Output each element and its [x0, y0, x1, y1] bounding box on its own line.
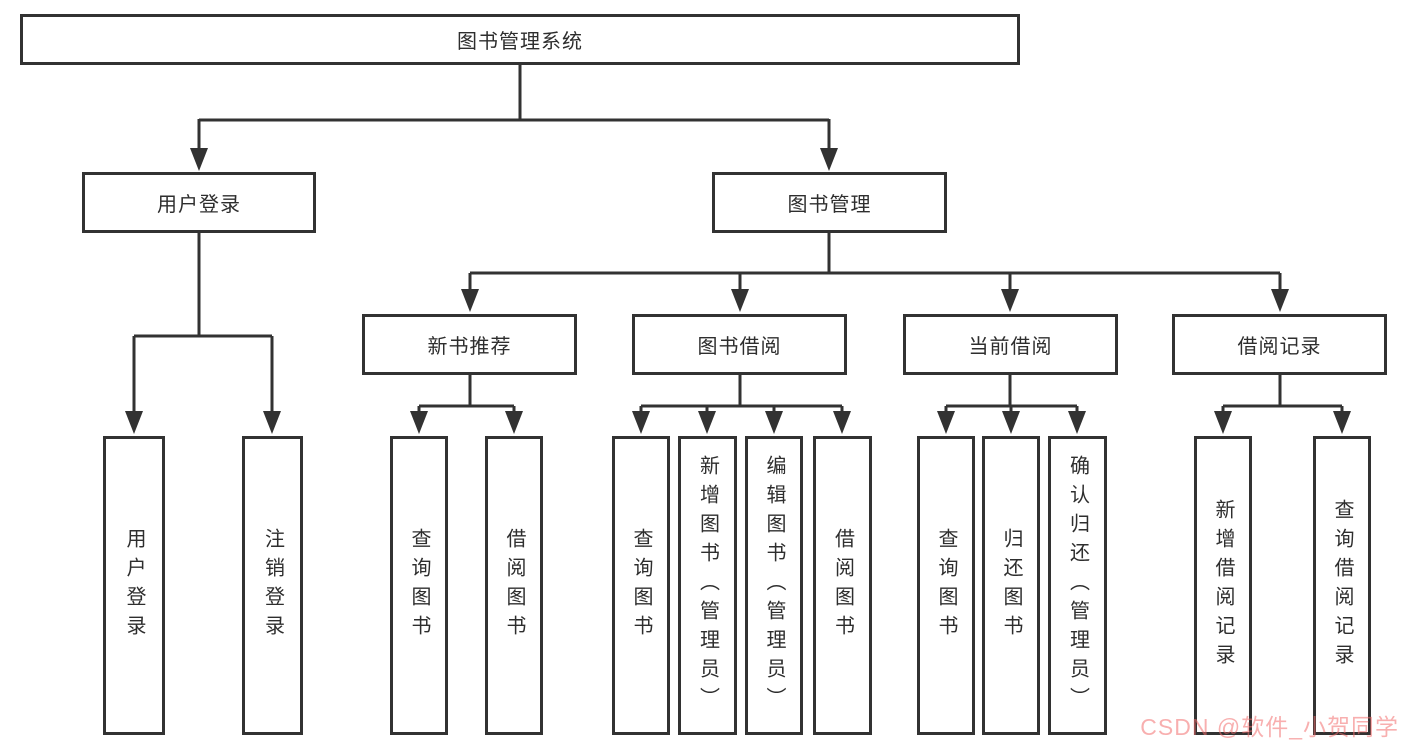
leaf-query-borrow-record: 查询借阅记录: [1313, 436, 1371, 735]
leaf-edit-book-admin: 编辑图书（管理员）: [745, 436, 803, 735]
arrowheads: [125, 148, 1351, 434]
leaf-logout: 注销登录: [242, 436, 303, 735]
leaf-edit-book-admin-label: 编辑图书（管理员）: [763, 455, 785, 716]
node-root-label: 图书管理系统: [457, 31, 583, 53]
node-root: 图书管理系统: [20, 14, 1020, 65]
leaf-borrow-books-recommend: 借阅图书: [485, 436, 543, 735]
node-new-book-recommend-label: 新书推荐: [427, 336, 512, 358]
leaf-return-book-label: 归还图书: [1000, 527, 1022, 644]
leaf-add-book-admin: 新增图书（管理员）: [678, 436, 737, 735]
leaf-query-books-recommend-label: 查询图书: [408, 527, 430, 644]
node-user-login-label: 用户登录: [157, 194, 241, 216]
node-current-borrow: 当前借阅: [903, 314, 1118, 375]
leaf-query-books-current: 查询图书: [917, 436, 975, 735]
leaf-query-books-current-label: 查询图书: [935, 527, 957, 644]
leaf-user-login-label: 用户登录: [123, 527, 145, 644]
leaf-query-borrow-record-label: 查询借阅记录: [1331, 498, 1353, 673]
leaf-query-books-recommend: 查询图书: [390, 436, 448, 735]
leaf-add-book-admin-label: 新增图书（管理员）: [696, 455, 719, 716]
leaf-borrow-books-recommend-label: 借阅图书: [503, 527, 525, 644]
node-book-management: 图书管理: [712, 172, 947, 233]
leaf-borrow-books-label: 借阅图书: [831, 527, 854, 644]
leaf-confirm-return-admin-label: 确认归还（管理员）: [1066, 455, 1089, 716]
leaf-query-books-borrow: 查询图书: [612, 436, 670, 735]
leaf-add-borrow-record: 新增借阅记录: [1194, 436, 1252, 735]
leaf-query-books-borrow-label: 查询图书: [630, 527, 652, 644]
node-borrow-records-label: 借阅记录: [1237, 336, 1322, 358]
node-user-login: 用户登录: [82, 172, 316, 233]
node-borrow-records: 借阅记录: [1172, 314, 1387, 375]
node-book-management-label: 图书管理: [787, 194, 872, 216]
node-book-borrow-label: 图书借阅: [697, 336, 782, 358]
leaf-return-book: 归还图书: [982, 436, 1040, 735]
leaf-confirm-return-admin: 确认归还（管理员）: [1048, 436, 1107, 735]
node-new-book-recommend: 新书推荐: [362, 314, 577, 375]
leaf-logout-label: 注销登录: [261, 527, 284, 644]
node-current-borrow-label: 当前借阅: [968, 336, 1053, 358]
leaf-user-login: 用户登录: [103, 436, 165, 735]
leaf-borrow-books: 借阅图书: [813, 436, 872, 735]
leaf-add-borrow-record-label: 新增借阅记录: [1212, 498, 1234, 673]
node-book-borrow: 图书借阅: [632, 314, 847, 375]
connector-paths: [132, 65, 1344, 414]
watermark: CSDN @软件_小贺同学: [1140, 714, 1399, 740]
